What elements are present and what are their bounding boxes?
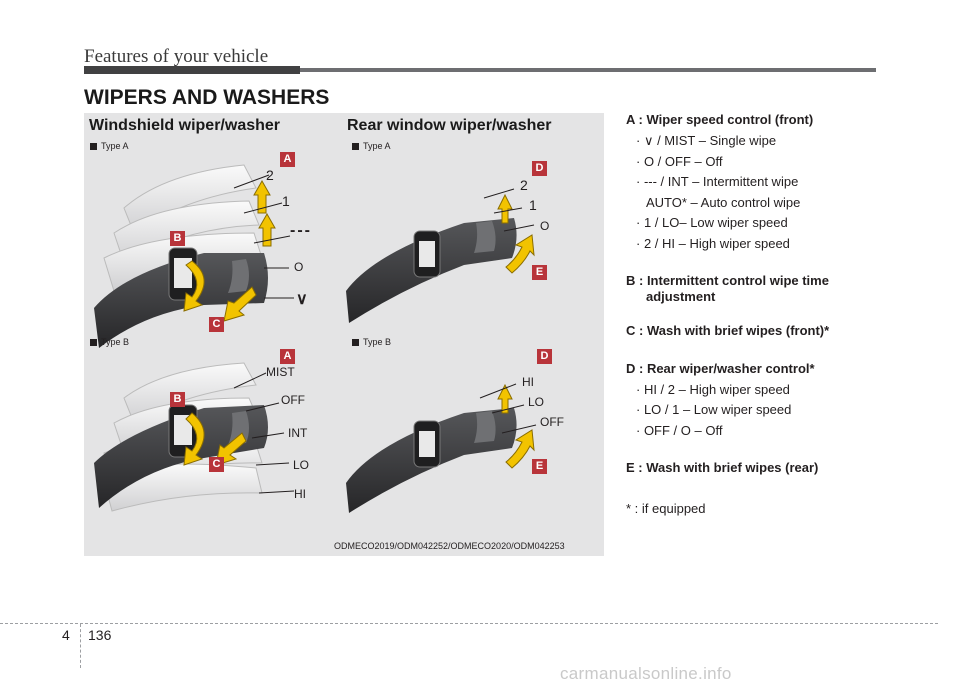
- position-label: 2: [520, 177, 528, 193]
- badge-b: B: [170, 392, 185, 407]
- position-label: ---: [290, 222, 312, 239]
- legend-b-heading: B : Intermittent control wipe time: [626, 273, 829, 288]
- footer-rule: [0, 623, 938, 624]
- badge-c: C: [209, 317, 224, 332]
- square-bullet-icon: [90, 339, 97, 346]
- legend-a-item: · O / OFF – Off: [636, 154, 723, 169]
- position-label: INT: [288, 426, 308, 440]
- position-label: HI: [294, 487, 306, 501]
- legend-d-heading: D : Rear wiper/washer control*: [626, 361, 815, 376]
- legend-a-item: · 2 / HI – High wiper speed: [636, 236, 790, 251]
- legend-a-item: · ∨ / MIST – Single wipe: [636, 133, 777, 148]
- position-label: MIST: [266, 365, 295, 379]
- rear-panel-title: Rear window wiper/washer: [347, 117, 552, 134]
- right-type-a-label: Type A: [352, 141, 391, 151]
- left-type-b-label: Type B: [90, 337, 129, 347]
- badge-d: D: [537, 349, 552, 364]
- arrows-left-a: [183, 179, 276, 322]
- windshield-panel-title: Windshield wiper/washer: [89, 117, 281, 134]
- stalk-right-b: [346, 408, 517, 513]
- leader-lines-right-a: [483, 188, 535, 232]
- badge-e: E: [532, 459, 547, 474]
- position-label: ∨: [296, 291, 308, 308]
- legend-d-item: · LO / 1 – Low wiper speed: [636, 402, 792, 417]
- badge-e: E: [532, 265, 547, 280]
- leader-lines-right-b: [479, 383, 537, 434]
- wiper-illustration: [94, 164, 537, 513]
- position-label: LO: [528, 395, 545, 409]
- badge-b: B: [170, 231, 185, 246]
- figure-caption: ODMECO2019/ODM042252/ODMECO2020/ODM04225…: [334, 541, 565, 551]
- footer-divider: [80, 624, 81, 668]
- page-number: 136: [88, 627, 112, 643]
- leader-lines-left-b: [233, 372, 295, 494]
- left-type-a-label: Type A: [90, 141, 129, 151]
- footnote: * : if equipped: [626, 501, 706, 516]
- badge-a: A: [280, 349, 295, 364]
- leader-lines-left-a: [233, 174, 294, 299]
- legend-a-heading: A : Wiper speed control (front): [626, 112, 814, 127]
- legend-a-item: · 1 / LO– Low wiper speed: [636, 215, 788, 230]
- wiper-figure: Windshield wiper/washer Rear window wipe…: [84, 113, 604, 556]
- legend-d-item: · HI / 2 – High wiper speed: [636, 382, 790, 397]
- legend-a-item: AUTO* – Auto control wipe: [646, 195, 801, 210]
- position-label: LO: [293, 458, 310, 472]
- legend-a-item: · --- / INT – Intermittent wipe: [636, 174, 799, 189]
- stalk-left-a: [94, 247, 268, 348]
- position-label: 2: [266, 167, 274, 183]
- stalk-right-a: [346, 218, 517, 323]
- right-type-b-label: Type B: [352, 337, 391, 347]
- legend-b-heading-cont: adjustment: [646, 289, 716, 304]
- badge-d: D: [532, 161, 547, 176]
- arrows-right-b: [497, 383, 535, 469]
- arrows-right-a: [497, 193, 535, 274]
- position-label: O: [540, 219, 550, 233]
- section-title: WIPERS AND WASHERS: [84, 86, 330, 109]
- legend-c-heading: C : Wash with brief wipes (front)*: [626, 323, 830, 338]
- watermark: carmanualsonline.info: [560, 664, 732, 683]
- legend-d-item: · OFF / O – Off: [636, 423, 723, 438]
- legend-e-heading: E : Wash with brief wipes (rear): [626, 460, 819, 475]
- position-label: HI: [522, 375, 534, 389]
- chapter-number: 4: [62, 627, 70, 643]
- badge-c: C: [209, 457, 224, 472]
- position-label: 1: [529, 197, 537, 213]
- position-label: OFF: [281, 393, 305, 407]
- position-label: 1: [282, 193, 290, 209]
- square-bullet-icon: [90, 143, 97, 150]
- square-bullet-icon: [352, 143, 359, 150]
- position-label: OFF: [540, 415, 564, 429]
- running-header: Features of your vehicle: [84, 46, 269, 67]
- position-label: O: [294, 260, 304, 274]
- header-rule: [84, 66, 876, 74]
- square-bullet-icon: [352, 339, 359, 346]
- badge-a: A: [280, 152, 295, 167]
